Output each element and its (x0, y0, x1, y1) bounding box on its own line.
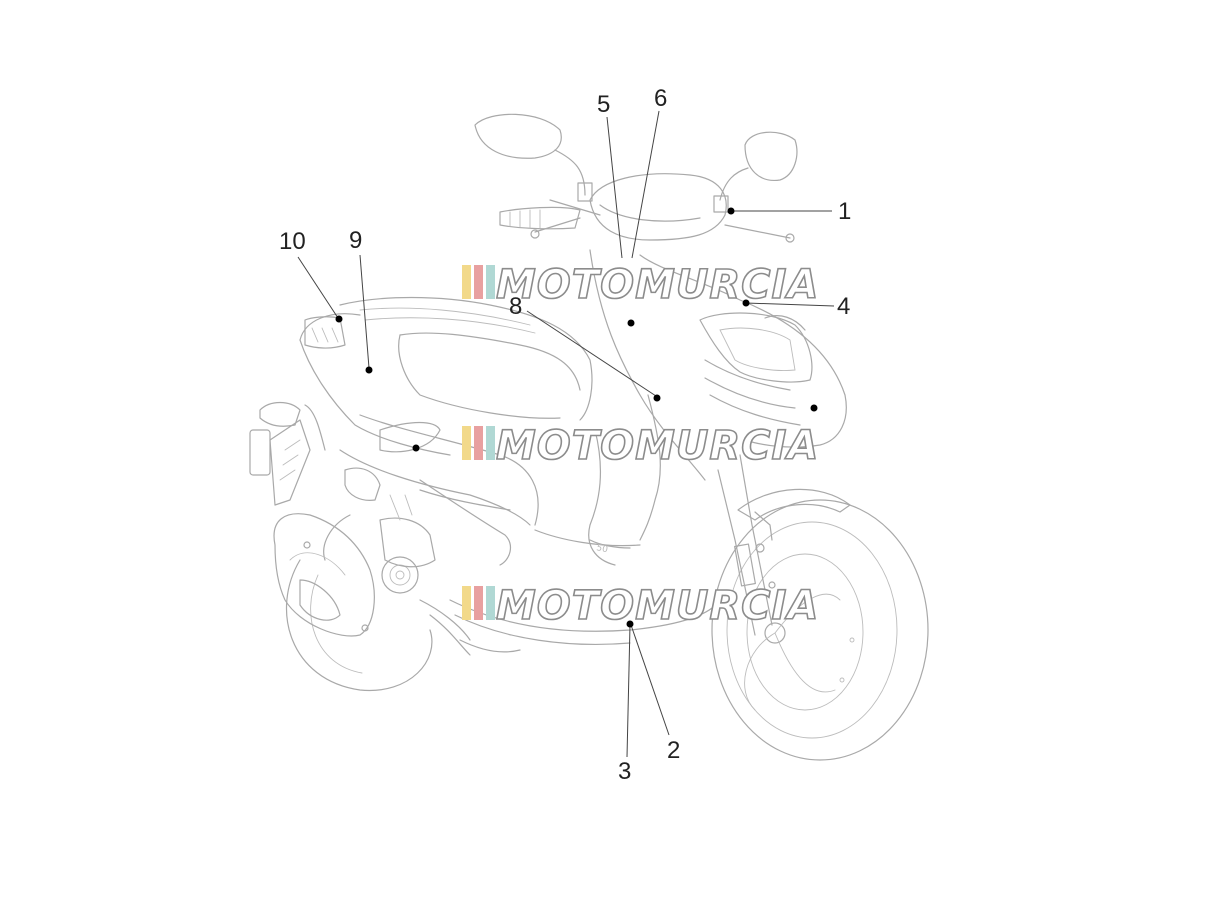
callout-dot-8 (653, 394, 661, 402)
callout-label-6: 6 (654, 85, 667, 112)
front-fork (717, 454, 776, 636)
watermark-stripe-icon (462, 586, 471, 620)
watermark-stripe-icon (462, 265, 471, 299)
watermark-stripe-icon (486, 586, 495, 620)
callout-dot-6 (627, 319, 635, 327)
callout-dot-1 (727, 207, 735, 215)
callout-dot-10 (335, 315, 343, 323)
leader-line-9 (359, 254, 370, 369)
center-body (449, 394, 721, 645)
callout-dot-9b (412, 444, 420, 452)
leader-line-10 (297, 256, 339, 319)
watermark-bottom: MOTOMURCIA (462, 582, 819, 630)
engine (344, 467, 521, 656)
watermark-middle: MOTOMURCIA (462, 422, 819, 470)
body-badge-icon: 50 (595, 543, 609, 555)
callout-dot-4b (810, 404, 818, 412)
leader-line-8 (526, 310, 657, 397)
callout-label-2: 2 (667, 737, 680, 764)
callout-label-1: 1 (838, 198, 851, 225)
rear-wheel (286, 514, 433, 692)
handlebar-assembly (474, 113, 798, 243)
leader-line-3 (626, 624, 631, 758)
watermark-stripe-icon (462, 426, 471, 460)
callout-label-8: 8 (509, 293, 522, 320)
watermark-stripe-icon (474, 265, 483, 299)
watermark-text: MOTOMURCIA (496, 583, 819, 629)
watermark-text: MOTOMURCIA (496, 262, 819, 308)
leader-line-5 (606, 116, 623, 259)
seat (339, 296, 593, 421)
front-wheel (711, 499, 929, 761)
callouts: 1 2 3 4 5 6 8 9 10 (279, 85, 851, 785)
watermark-top: MOTOMURCIA (462, 261, 819, 309)
watermark-text: MOTOMURCIA (496, 423, 819, 469)
front-fender (737, 488, 851, 521)
watermark-stripe-icon (474, 426, 483, 460)
leader-line-4 (745, 302, 835, 307)
leader-line-6 (631, 110, 660, 259)
callout-label-4: 4 (837, 293, 850, 320)
exhaust (273, 513, 375, 637)
callout-label-9: 9 (349, 227, 362, 254)
callout-label-5: 5 (597, 91, 610, 118)
callout-dot-9 (365, 366, 373, 374)
rear-lights (249, 401, 326, 506)
watermark-stripe-icon (474, 586, 483, 620)
callout-label-3: 3 (618, 758, 631, 785)
callout-dot-4 (742, 299, 750, 307)
leader-line-2 (630, 624, 670, 736)
callout-dot-3 (626, 620, 634, 628)
callout-label-10: 10 (279, 228, 306, 255)
scooter-line-art: 50 (249, 113, 929, 761)
watermark-stripe-icon (486, 426, 495, 460)
front-shield (589, 249, 847, 481)
watermark-stripe-icon (486, 265, 495, 299)
